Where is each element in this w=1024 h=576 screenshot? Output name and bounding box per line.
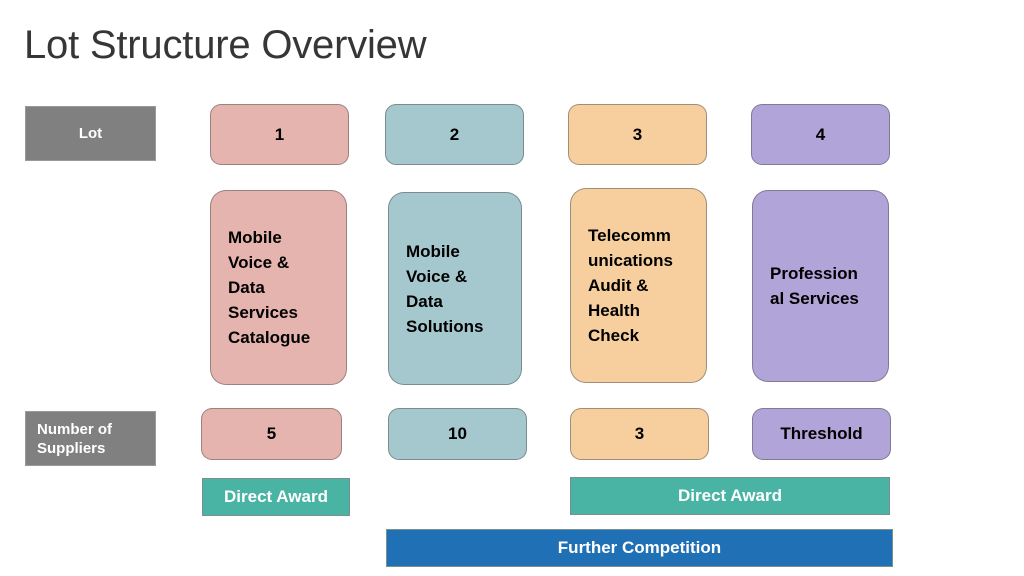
- further-competition-bar[interactable]: Further Competition: [386, 529, 893, 567]
- lot-description-2-line2: Voice &: [406, 266, 468, 286]
- lot-description-1-line1: Mobile: [228, 228, 282, 247]
- direct-award-bar-lots-3-4[interactable]: Direct Award: [570, 477, 890, 515]
- supplier-count-lot-2[interactable]: 10: [388, 408, 527, 460]
- lot-description-1-line4: Services: [228, 303, 298, 322]
- lot-description-3-line5: Check: [588, 326, 640, 345]
- lot-header-3[interactable]: 3: [568, 104, 707, 165]
- supplier-count-lot-4[interactable]: Threshold: [752, 408, 891, 460]
- lot-description-4-line2: al Services: [770, 289, 859, 308]
- lot-header-2[interactable]: 2: [385, 104, 524, 165]
- supplier-count-lot-1[interactable]: 5: [201, 408, 342, 460]
- lot-description-3-line3: Audit &: [588, 276, 649, 295]
- lot-description-2[interactable]: Mobile Voice & Data Solutions: [388, 192, 522, 385]
- row-label-lot: Lot: [25, 106, 156, 161]
- lot-description-3-text: Telecomm unications Audit & Health Check: [588, 223, 673, 348]
- lot-description-1-line3: Data: [228, 278, 265, 297]
- direct-award-bar-lot-1[interactable]: Direct Award: [202, 478, 350, 516]
- lot-description-1[interactable]: Mobile Voice & Data Services Catalogue: [210, 190, 347, 385]
- lot-description-3[interactable]: Telecomm unications Audit & Health Check: [570, 188, 707, 383]
- lot-description-2-line1: Mobile: [406, 241, 460, 261]
- lot-header-4[interactable]: 4: [751, 104, 890, 165]
- row-label-number-of-suppliers: Number of Suppliers: [25, 411, 156, 466]
- lot-header-1[interactable]: 1: [210, 104, 349, 165]
- lot-description-3-line1: Telecomm: [588, 226, 671, 245]
- lot-description-3-line4: Health: [588, 301, 640, 320]
- lot-description-2-line4: Solutions: [406, 316, 484, 336]
- lot-description-1-text: Mobile Voice & Data Services Catalogue: [228, 225, 310, 350]
- lot-description-4-line1: Profession: [770, 264, 858, 283]
- lot-description-2-text: Mobile Voice & Data Solutions: [406, 239, 483, 339]
- page-title: Lot Structure Overview: [24, 23, 427, 67]
- lot-description-1-line2: Voice &: [228, 253, 290, 272]
- supplier-count-lot-3[interactable]: 3: [570, 408, 709, 460]
- lot-description-4[interactable]: Profession al Services: [752, 190, 889, 382]
- lot-description-3-line2: unications: [588, 251, 674, 270]
- lot-description-1-line5: Catalogue: [228, 328, 311, 347]
- lot-description-2-line3: Data: [406, 291, 443, 311]
- lot-description-4-text: Profession al Services: [770, 261, 859, 311]
